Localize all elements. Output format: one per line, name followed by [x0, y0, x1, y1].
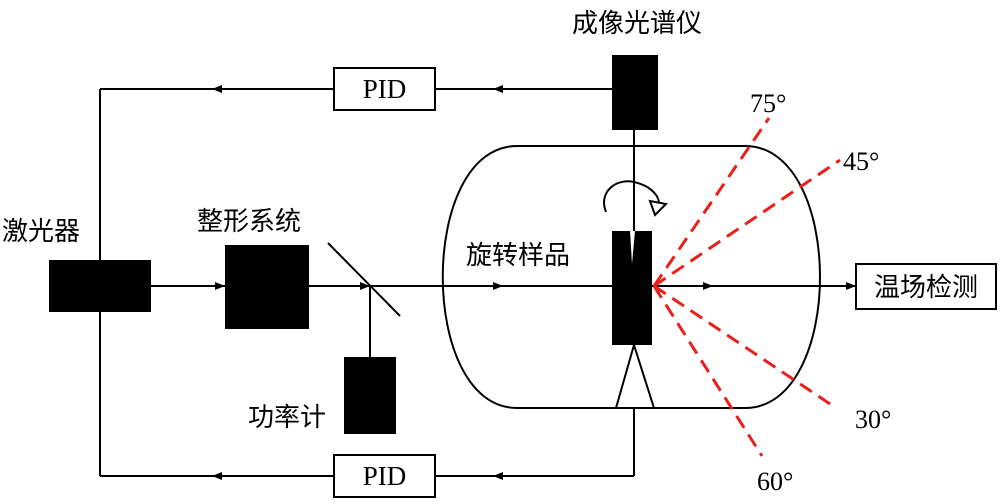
- temperature-detection-label: 温场检测: [874, 273, 978, 303]
- rotation-arrow-icon: [603, 180, 660, 213]
- spectrometer-label: 成像光谱仪: [572, 9, 702, 39]
- angle-label-30: 30°: [855, 405, 891, 434]
- temperature-detection-box: [855, 263, 997, 310]
- pid-top-box: [333, 67, 436, 111]
- beam-splitter-mirror: [327, 242, 401, 317]
- rotating-sample-label: 旋转样品: [466, 241, 570, 271]
- spectrometer-block: [612, 55, 658, 130]
- angle-label-60: 60°: [757, 467, 793, 496]
- sample-notch: [630, 231, 635, 264]
- shaping-system-label: 整形系统: [197, 207, 301, 237]
- sample-stand: [615, 344, 655, 409]
- ray-30deg: [653, 284, 837, 410]
- laser-block: [49, 260, 151, 312]
- power-meter-block: [344, 357, 396, 434]
- vacuum-chamber-outline: [441, 145, 821, 409]
- angle-label-75: 75°: [750, 89, 786, 118]
- rotation-arrowhead-icon: [648, 199, 669, 217]
- power-meter-label: 功率计: [248, 403, 326, 433]
- ray-45deg: [653, 158, 841, 288]
- ray-60deg: [652, 285, 764, 457]
- ray-75deg: [652, 117, 771, 287]
- pid-bottom-label: PID: [363, 461, 407, 491]
- angle-label-45: 45°: [843, 147, 879, 176]
- shaping-system-block: [225, 245, 309, 329]
- pid-top-label: PID: [363, 74, 407, 104]
- pid-bottom-box: [333, 454, 436, 498]
- laser-label: 激光器: [2, 217, 80, 247]
